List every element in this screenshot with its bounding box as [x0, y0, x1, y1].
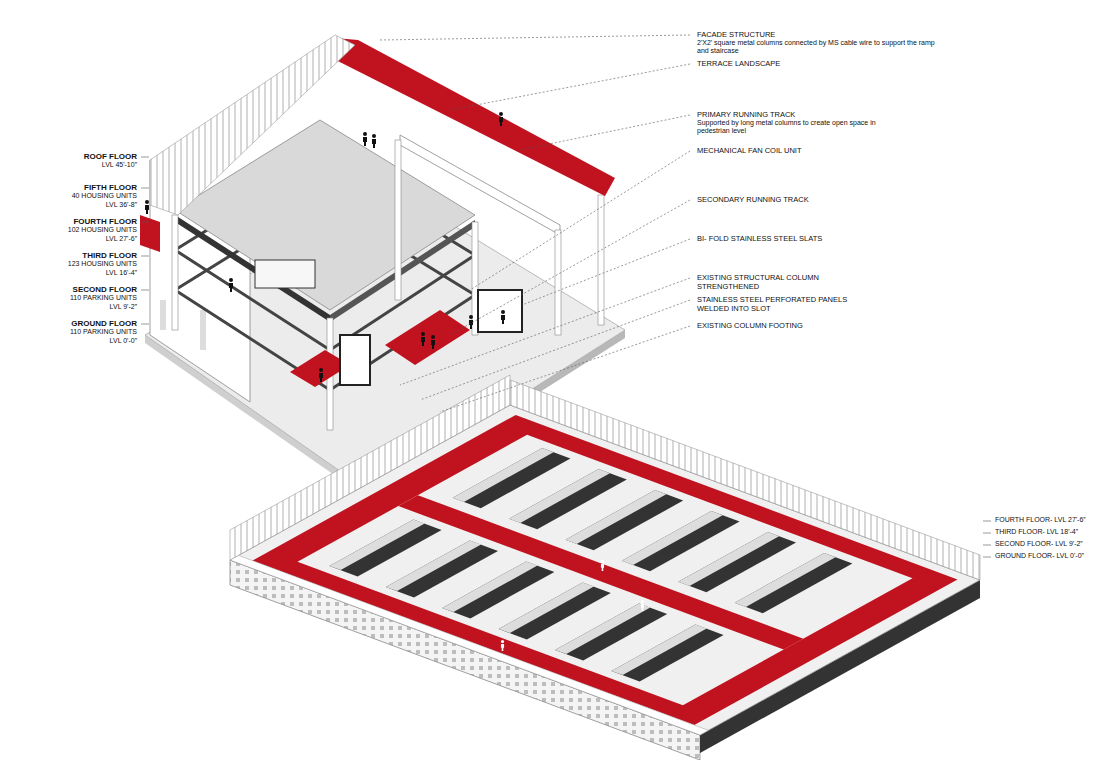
leader-line: [440, 326, 690, 412]
floor-level: LVL 9'-2”: [5, 303, 137, 311]
leader-line: [420, 300, 690, 400]
leader-line: [450, 64, 690, 110]
secondary-running-track: [385, 310, 470, 365]
callout-heading: SECONDARY RUNNING TRACK: [697, 195, 917, 204]
column: [598, 195, 604, 325]
unit-count: 40 HOUSING UNITS: [5, 192, 137, 200]
leader-line: [520, 115, 690, 150]
callout-heading: TERRACE LANDSCAPE: [697, 59, 917, 68]
floor-level: THIRD FLOOR- LVL 18'-4”: [995, 528, 1078, 536]
unit-count: 110 PARKING UNITS: [5, 294, 137, 302]
front-units: [230, 555, 708, 735]
callout-heading: STAINLESS STEEL PERFORATED PANELS WELDED…: [697, 295, 865, 313]
floor-level: GROUND FLOOR- LVL 0'-0”: [995, 552, 1084, 560]
leader-line: [470, 151, 690, 290]
ramp: [140, 215, 160, 252]
floor-name: THIRD FLOOR: [5, 251, 137, 261]
leader-line: [380, 35, 690, 40]
floor-name: SECOND FLOOR: [5, 285, 137, 295]
callout-note: Supported by long metal columns to creat…: [697, 119, 897, 136]
column: [172, 215, 178, 330]
facade-fins: [230, 375, 510, 560]
floor-name: GROUND FLOOR: [5, 319, 137, 329]
column: [395, 140, 401, 300]
housing-unit: [340, 335, 370, 385]
floor-name: ROOF FLOOR: [5, 152, 137, 162]
people: [145, 112, 505, 382]
unit-count: 110 PARKING UNITS: [5, 328, 137, 336]
callout-heading: BI- FOLD STAINLESS STEEL SLATS: [697, 234, 917, 243]
people: [501, 470, 804, 651]
complex-plan: [230, 405, 980, 735]
housing-row: [611, 553, 852, 681]
housing-unit: [478, 290, 522, 332]
floor-level: LVL 16'-4”: [5, 269, 137, 277]
leader-line: [450, 200, 690, 335]
floor-level: LVL 0'-0”: [5, 337, 137, 345]
column: [160, 300, 166, 330]
site-ground: [230, 405, 980, 735]
floor-level: SECOND FLOOR- LVL 9'-2”: [995, 540, 1083, 548]
level-ticks: [141, 157, 991, 557]
floor-level: LVL 27'-6”: [5, 235, 137, 243]
leader-line: [522, 239, 690, 305]
floor-level: LVL 36'-8”: [5, 201, 137, 209]
facade-fins: [150, 35, 355, 215]
callout-note: 2'X2' square metal columns connected by …: [697, 39, 947, 56]
unit-count: 123 HOUSING UNITS: [5, 260, 137, 268]
callout-heading: MECHANICAL FAN COIL UNIT: [697, 146, 917, 155]
callout-heading: PRIMARY RUNNING TRACK: [697, 110, 917, 119]
callout-heading: EXISTING COLUMN FOOTING: [697, 321, 917, 330]
callout-heading: EXISTING STRUCTURAL COLUMN STRENGTHENED: [697, 273, 825, 291]
floor-level: LVL 45'-10”: [5, 161, 137, 169]
primary-running-track: [320, 38, 615, 196]
leader-lines: [380, 35, 690, 412]
unit-count: 102 HOUSING UNITS: [5, 226, 137, 234]
glazing: [255, 260, 315, 288]
callout-heading: FACADE STRUCTURE: [697, 30, 957, 39]
column: [555, 230, 561, 335]
floor-level: FOURTH FLOOR- LVL 27'-6”: [995, 516, 1086, 524]
leader-line: [400, 278, 690, 385]
floor-name: FIFTH FLOOR: [5, 183, 137, 193]
complex-axonometric: [230, 375, 980, 760]
facade-fins: [510, 380, 980, 580]
column: [200, 310, 206, 350]
floor-name: FOURTH FLOOR: [5, 217, 137, 227]
